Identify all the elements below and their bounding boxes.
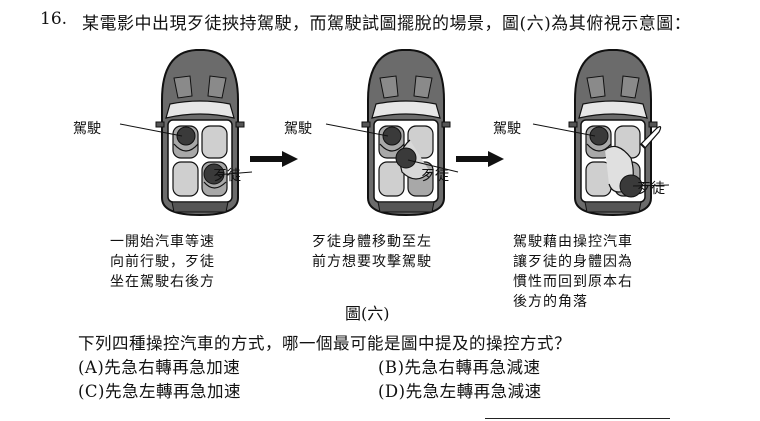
question-stem: 某電影中出現歹徒挾持駕駛，而駕駛試圖擺脫的場景，圖(六)為其俯視示意圖： [82, 14, 692, 34]
driver-label: 駕駛 [284, 121, 312, 137]
driver-figure [379, 126, 405, 152]
driver-leader-line [119, 123, 183, 137]
option-a[interactable]: (A)先急右轉再急加速 [78, 358, 241, 377]
answer-line [485, 418, 670, 419]
robber-label: 歹徒 [213, 168, 241, 184]
option-c[interactable]: (C)先急左轉再急加速 [78, 382, 241, 401]
driver-leader-line [325, 123, 389, 137]
option-b[interactable]: (B)先急右轉再急減速 [378, 358, 541, 377]
car-top-view [155, 49, 245, 217]
driver-label: 駕駛 [493, 121, 521, 137]
robber-leader-line [407, 159, 459, 173]
scene-2-car-diagram [306, 40, 506, 240]
scene-2-caption: 歹徒身體移動至左 前方想要攻擊駕駛 [312, 234, 432, 270]
robber-leader-line [632, 184, 670, 187]
option-d[interactable]: (D)先急左轉再急減速 [378, 382, 542, 401]
right-arrow-icon [456, 151, 504, 167]
scene-3-car-diagram [513, 40, 713, 240]
figure-caption: 圖(六) [345, 304, 390, 323]
driver-leader-line [532, 123, 596, 137]
sub-question: 下列四種操控汽車的方式，哪一個最可能是圖中提及的操控方式？ [78, 334, 571, 353]
robber-figure [395, 139, 431, 180]
robber-leader-line [214, 171, 253, 176]
robber-figure [604, 145, 643, 198]
driver-figure [173, 126, 199, 152]
robber-label: 歹徒 [421, 168, 449, 184]
scene-1-caption: 一開始汽車等速 向前行駛，歹徒 坐在駕駛右後方 [110, 234, 215, 290]
scene-3-caption: 駕駛藉由操控汽車 讓歹徒的身體因為 慣性而回到原本右 後方的角落 [513, 234, 633, 310]
driver-label: 駕駛 [73, 121, 101, 137]
question-number: 16. [40, 9, 68, 29]
knife-icon [640, 126, 662, 149]
right-arrow-icon [250, 151, 298, 167]
car-top-view [361, 49, 451, 217]
driver-figure [586, 126, 612, 152]
robber-label: 歹徒 [637, 181, 665, 197]
scene-1-car-diagram [100, 40, 300, 240]
